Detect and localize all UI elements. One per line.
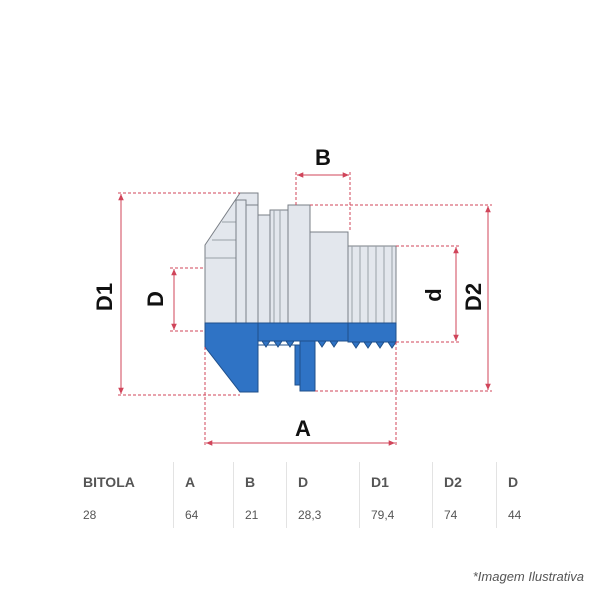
- label-b: B: [315, 145, 331, 170]
- value-a: 64: [173, 502, 234, 528]
- label-d-left: D: [143, 291, 168, 307]
- header-d: D: [286, 462, 360, 502]
- part-upper-half: [204, 192, 397, 324]
- thread-teeth-lower: [261, 340, 397, 349]
- image-caption: *Imagem Ilustrativa: [472, 569, 584, 584]
- value-d: 28,3: [286, 502, 360, 528]
- header-bitola: BITOLA: [83, 474, 135, 490]
- part-lower-half: [204, 322, 397, 393]
- value-d1: 79,4: [359, 502, 433, 528]
- tank-adapter-part: [204, 192, 397, 393]
- header-a: A: [173, 462, 234, 502]
- dimension-lines: [118, 172, 492, 447]
- header-b: B: [233, 462, 287, 502]
- thread-marks-upper: [273, 210, 393, 323]
- technical-drawing: B D1 D d D2 A: [92, 145, 492, 447]
- value-bitola: 28: [83, 508, 97, 522]
- table-header-row: BITOLA A B D D1 D2 D: [72, 462, 548, 502]
- dimension-table: BITOLA A B D D1 D2 D 28 64 21 28,3 79,4 …: [72, 462, 548, 528]
- label-d1: D1: [92, 283, 117, 311]
- value-d2: 74: [432, 502, 497, 528]
- label-a: A: [295, 416, 311, 441]
- header-d2: D2: [432, 462, 497, 502]
- header-d-small: D: [496, 462, 548, 502]
- label-d2: D2: [461, 283, 486, 311]
- label-small-d: d: [421, 288, 446, 301]
- table-row: 28 64 21 28,3 79,4 74 44: [72, 502, 548, 528]
- value-b: 21: [233, 502, 287, 528]
- header-d1: D1: [359, 462, 433, 502]
- value-d-small: 44: [496, 502, 548, 528]
